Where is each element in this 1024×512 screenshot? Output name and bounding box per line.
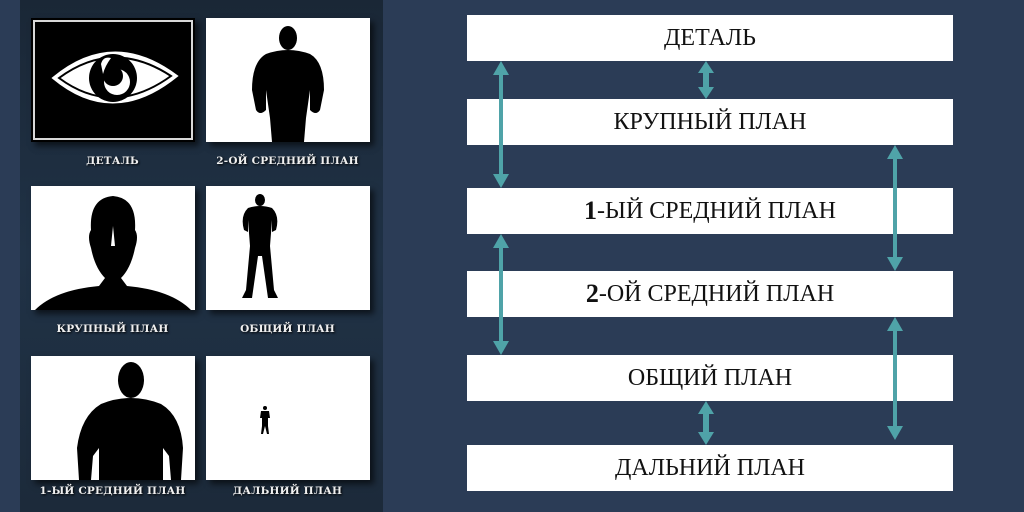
standing-man-icon <box>242 194 278 298</box>
tile-closeup-silhouette <box>31 186 195 310</box>
box-medium-2: 2-ОЙ СРЕДНИЙ ПЛАН <box>467 271 953 317</box>
box-long-shot: ДАЛЬНИЙ ПЛАН <box>467 445 953 491</box>
double-arrow-icon <box>698 61 714 99</box>
tile-medium-2-silhouette <box>206 18 370 142</box>
double-arrow-icon <box>493 234 509 355</box>
box-closeup: КРУПНЫЙ ПЛАН <box>467 99 953 145</box>
tile-label: ДАЛЬНИЙ ПЛАН <box>232 485 343 497</box>
box-full-shot: ОБЩИЙ ПЛАН <box>467 355 953 401</box>
tile-medium-1-silhouette <box>31 356 195 480</box>
double-arrow-icon <box>493 61 509 188</box>
tile-long-shot-silhouette <box>206 356 370 480</box>
eye-icon <box>51 51 179 104</box>
tile-detail-eye <box>31 18 195 142</box>
box-detail: ДЕТАЛЬ <box>467 15 953 61</box>
tile-label: КРУПНЫЙ ПЛАН <box>56 323 169 335</box>
tiny-man-icon <box>260 406 270 434</box>
tile-label: 2-ОЙ СРЕДНИЙ ПЛАН <box>216 155 359 167</box>
box-medium-1: 1-ЫЙ СРЕДНИЙ ПЛАН <box>467 188 953 234</box>
double-arrow-icon <box>887 317 903 440</box>
tile-label: 1-ЫЙ СРЕДНИЙ ПЛАН <box>39 485 186 497</box>
double-arrow-icon <box>698 401 714 445</box>
torso-silhouette-icon <box>77 362 183 480</box>
tile-label: ДЕТАЛЬ <box>86 155 139 167</box>
head-silhouette-icon <box>35 196 191 310</box>
tile-full-shot-silhouette <box>206 186 370 310</box>
man-silhouette-icon <box>252 26 324 142</box>
tile-label: ОБЩИЙ ПЛАН <box>240 323 335 335</box>
double-arrow-icon <box>887 145 903 271</box>
